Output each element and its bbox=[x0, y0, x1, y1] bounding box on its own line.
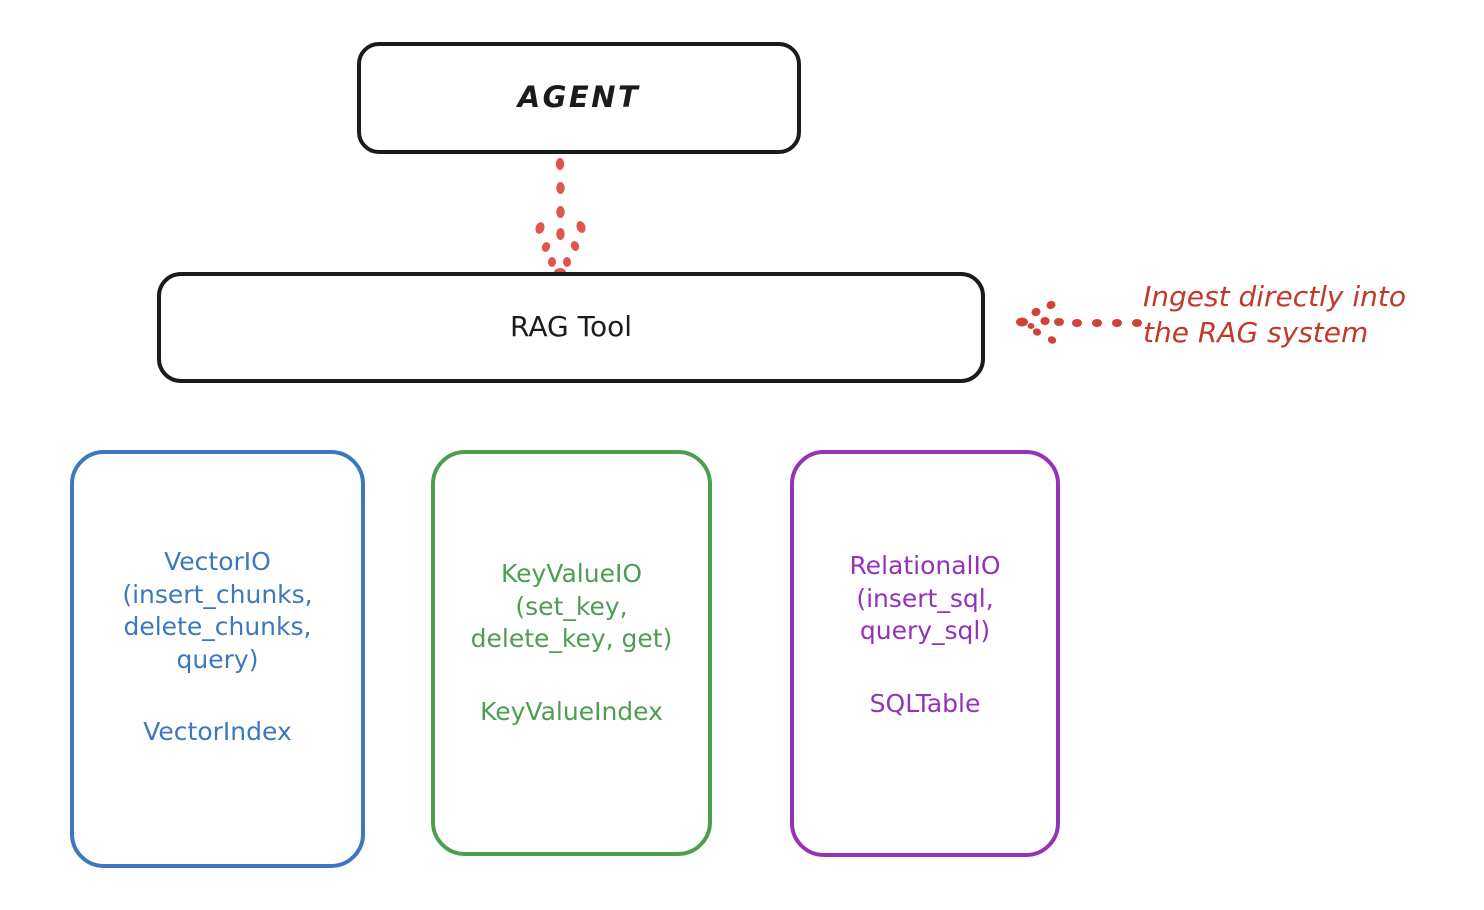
node-agent[interactable]: AGENT bbox=[357, 42, 801, 154]
node-rag-tool[interactable]: RAG Tool bbox=[157, 272, 985, 383]
card-key-value-io-index-label: KeyValueIndex bbox=[480, 696, 663, 726]
card-relational-io-api-label: RelationalIO (insert_sql, query_sql) bbox=[849, 551, 1001, 645]
card-vector-io-index-label: VectorIndex bbox=[143, 717, 292, 746]
node-rag-tool-label: RAG Tool bbox=[510, 310, 632, 344]
card-key-value-io[interactable]: KeyValueIO (set_key, delete_key, get) Ke… bbox=[431, 450, 712, 856]
annotation-ingest-directly: Ingest directly into the RAG system bbox=[1143, 280, 1407, 350]
dotted-left-arrow-icon bbox=[1016, 300, 1142, 344]
card-relational-io[interactable]: RelationalIO (insert_sql, query_sql) SQL… bbox=[790, 450, 1060, 857]
card-vector-io-api-label: VectorIO (insert_chunks, delete_chunks, … bbox=[122, 547, 313, 674]
card-vector-io[interactable]: VectorIO (insert_chunks, delete_chunks, … bbox=[70, 450, 365, 868]
card-relational-io-index-label: SQLTable bbox=[869, 688, 981, 718]
dotted-down-arrow-icon bbox=[535, 158, 586, 280]
card-key-value-io-api-label: KeyValueIO (set_key, delete_key, get) bbox=[470, 559, 673, 653]
connector-agent-to-rag-tool bbox=[505, 150, 615, 280]
connector-ingest-to-rag-tool bbox=[1015, 295, 1145, 350]
node-agent-label: AGENT bbox=[517, 80, 641, 115]
